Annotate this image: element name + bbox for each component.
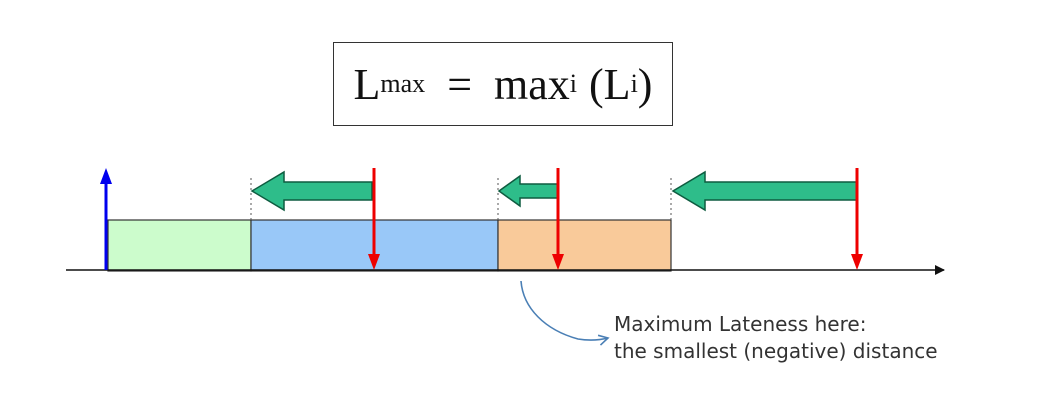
annotation-pointer-arrow xyxy=(520,280,610,346)
annotation-note: Maximum Lateness here: the smallest (neg… xyxy=(614,311,938,365)
formula-lhs: L xyxy=(353,59,381,109)
lateness-arrow-2 xyxy=(497,174,559,208)
job-block-1 xyxy=(107,219,252,272)
formula-close-paren: ) xyxy=(637,59,653,109)
formula-equals: = xyxy=(447,59,473,109)
start-arrow-head xyxy=(100,168,112,184)
formula-open-paren: ( xyxy=(589,59,604,109)
formula-arg: L xyxy=(603,59,631,109)
lateness-arrow-1 xyxy=(250,170,373,212)
deadline-arrow-3-head xyxy=(851,254,863,270)
deadline-arrow-1-head xyxy=(368,254,380,270)
annotation-line-2: the smallest (negative) distance xyxy=(614,339,938,363)
lateness-arrow-3 xyxy=(671,170,858,212)
annotation-line-1: Maximum Lateness here: xyxy=(614,312,867,336)
deadline-arrow-2-head xyxy=(552,254,564,270)
job-block-3 xyxy=(497,219,672,272)
formula-max: max xyxy=(494,59,570,109)
